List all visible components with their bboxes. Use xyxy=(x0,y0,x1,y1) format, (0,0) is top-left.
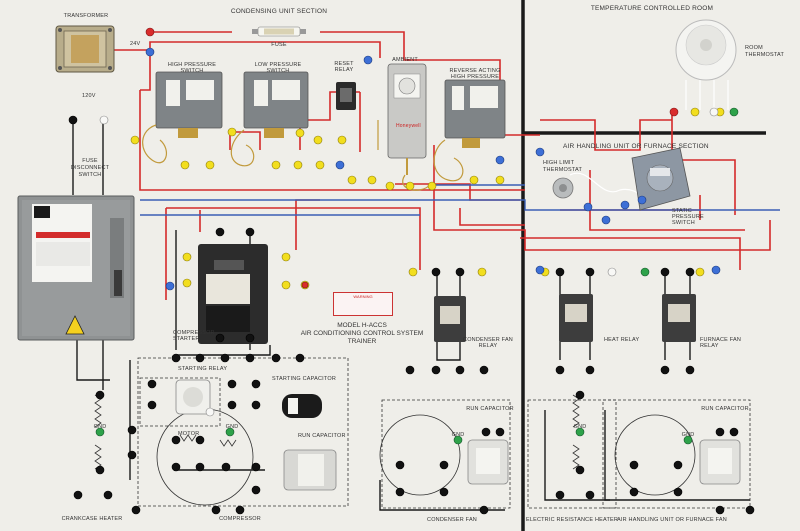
label-transformer: TRANSFORMER xyxy=(63,13,109,19)
run-capacitor-condenser-fan xyxy=(467,439,509,485)
label-static-pressure-1: STATIC xyxy=(672,208,692,214)
label-gnd-2: GND xyxy=(225,424,239,430)
board-title-line-1: MODEL H-ACCS xyxy=(337,322,387,329)
label-starting-relay: STARTING RELAY xyxy=(178,366,228,372)
label-reverse-acting-2: HIGH PRESSURE xyxy=(450,74,500,80)
label-furnace-fan-relay-1: FURNACE FAN xyxy=(700,337,742,343)
run-capacitor-furnace-fan xyxy=(699,439,741,485)
disconnect-switch-box xyxy=(17,195,135,341)
ambient-thermostat xyxy=(387,63,427,175)
label-run-capacitor-mid: RUN CAPACITOR xyxy=(466,406,514,412)
label-fuse: FUSE xyxy=(271,42,287,48)
white-terminals xyxy=(99,107,719,417)
yellow-terminals xyxy=(130,107,725,290)
starting-capacitor xyxy=(282,394,322,418)
label-compressor-starter-2: STARTER xyxy=(173,336,200,342)
label-condenser-fan-relay-1: CONDENSER FAN xyxy=(463,337,513,343)
label-air-handling-fan: AIR HANDLING UNIT OR FURNACE FAN xyxy=(617,517,727,523)
high-limit-thermostat xyxy=(552,177,574,199)
reset-relay xyxy=(336,82,356,110)
blue-terminals xyxy=(145,47,721,291)
compressor-starter xyxy=(198,244,268,344)
label-fuse-disconnect-3: SWITCH xyxy=(78,172,102,178)
label-static-pressure-2: PRESSURE xyxy=(672,214,704,220)
label-compressor-starter-1: COMPRESSOR xyxy=(173,330,215,336)
label-run-capacitor-left: RUN CAPACITOR xyxy=(298,433,346,439)
label-120v: 120V xyxy=(82,93,96,99)
dashed-outlines xyxy=(137,357,751,509)
pressure-switch-high xyxy=(155,71,223,138)
label-ambient: AMBIENT xyxy=(392,57,418,63)
label-gnd-1: GND xyxy=(93,424,107,430)
warning-text: WARNING xyxy=(353,294,373,299)
furnace-fan-relay xyxy=(662,294,696,342)
label-fuse-disconnect-1: FUSE xyxy=(82,158,98,164)
condensing-unit-heading: CONDENSING UNIT SECTION xyxy=(230,8,328,15)
fuse xyxy=(252,26,306,37)
label-fuse-disconnect-2: DISCONNECT xyxy=(70,165,110,171)
label-condenser-fan: CONDENSER FAN xyxy=(427,517,477,523)
label-gnd-3: GND xyxy=(451,432,465,438)
transformer xyxy=(55,25,115,73)
zigzags xyxy=(94,394,580,470)
label-room-thermostat-2: THERMOSTAT xyxy=(745,52,785,58)
label-reset-relay-1: RESET xyxy=(334,61,354,67)
starting-relay xyxy=(175,379,211,415)
label-high-limit-1: HIGH LIMIT xyxy=(543,160,575,166)
label-high-pressure-1: HIGH PRESSURE xyxy=(167,62,217,68)
heat-relay xyxy=(559,294,593,342)
red-terminals xyxy=(145,27,679,289)
label-high-limit-2: THERMOSTAT xyxy=(543,167,583,173)
label-24v: 24V xyxy=(130,41,141,47)
room-thermostat xyxy=(675,19,737,81)
label-crankcase-heater: CRANKCASE HEATER xyxy=(61,516,123,522)
static-pressure-switch xyxy=(631,147,691,211)
label-low-pressure-1: LOW PRESSURE xyxy=(254,62,302,68)
board-title: MODEL H-ACCS AIR CONDITIONING CONTROL SY… xyxy=(292,322,432,346)
board-title-line-2: AIR CONDITIONING CONTROL SYSTEM xyxy=(300,330,424,337)
air-handling-heading: AIR HANDLING UNIT OR FURNACE SECTION xyxy=(563,143,709,150)
label-reset-relay-2: RELAY xyxy=(334,67,354,73)
green-terminals xyxy=(95,107,739,445)
label-static-pressure-3: SWITCH xyxy=(672,220,695,226)
label-motor: MOTOR xyxy=(178,431,200,437)
label-reverse-acting-1: REVERSE ACTING xyxy=(449,68,501,74)
pressure-switch-low xyxy=(243,71,309,138)
temperature-room-heading: TEMPERATURE CONTROLLED ROOM xyxy=(590,5,714,12)
warning-sticker: WARNING xyxy=(333,292,393,316)
label-furnace-fan-relay-2: RELAY xyxy=(700,343,719,349)
label-heat-relay: HEAT RELAY xyxy=(604,337,640,343)
label-gnd-5: GND xyxy=(681,432,695,438)
label-compressor: COMPRESSOR xyxy=(219,516,261,522)
label-electric-heater: ELECTRIC RESISTANCE HEATER xyxy=(525,517,619,523)
label-low-pressure-2: SWITCH xyxy=(266,68,290,74)
black-terminals xyxy=(68,115,755,515)
terminals xyxy=(68,27,755,515)
label-room-thermostat-1: ROOM xyxy=(745,45,763,51)
blue-wires xyxy=(140,184,780,216)
label-gnd-4: GND xyxy=(573,424,587,430)
board-title-line-3: TRAINER xyxy=(347,338,377,345)
label-high-pressure-2: SWITCH xyxy=(180,68,204,74)
label-starting-capacitor: STARTING CAPACITOR xyxy=(272,376,337,382)
pressure-switch-reverse xyxy=(444,79,506,148)
condenser-fan-relay xyxy=(434,296,466,342)
run-capacitor-compressor xyxy=(283,449,337,491)
honeywell-mark: Honeywell xyxy=(396,123,421,129)
label-run-capacitor-right: RUN CAPACITOR xyxy=(701,406,749,412)
label-condenser-fan-relay-2: RELAY xyxy=(478,343,498,349)
